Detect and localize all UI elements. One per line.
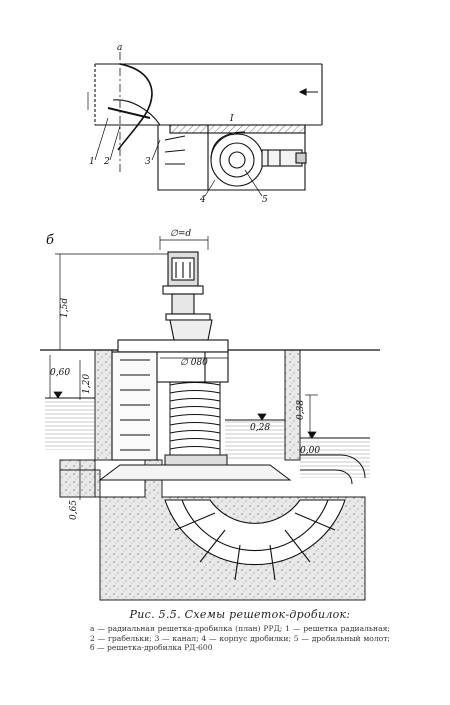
elev-dim-065: 0,65 [69,500,79,520]
plan-label-5: 5 [262,195,268,205]
plan-label-2: 2 [103,157,110,167]
elev-dim-038: 0,38 [296,400,306,420]
caption-text: а — радиальная решетка-дробилка (план) Р… [90,624,390,652]
dimension-lines [49,236,318,500]
level-028: 0,28 [250,423,270,433]
caption-title: Рис. 5.5. Схемы решеток-дробилок: [129,608,351,621]
plan-mark: I [229,114,234,124]
dim-height: 1,5d [60,298,70,318]
dim-diameter: ∅ 080 [180,358,208,368]
section-water [45,397,370,478]
crusher-machine [111,251,229,461]
plan-labels: a 1 2 3 4 5 I [89,43,268,205]
plan-label-section: a [117,43,122,53]
outlet-pipe [300,454,366,485]
elev-dim-120: 1,20 [82,374,92,394]
figure-caption: Рис. 5.5. Схемы решеток-дробилок: а — ра… [90,608,390,653]
dimension-texts: ∅=d 1,5d ∅ 080 0,60 0,28 0,00 1,20 0,38 … [50,229,320,520]
plan-label-3: 3 [145,157,151,167]
discharge-chamber [164,499,346,581]
plan-label-4: 4 [199,195,206,205]
crusher-drum [98,382,292,481]
level-060: 0,60 [50,368,70,378]
plan-view [87,52,323,197]
level-000: 0,00 [300,446,320,456]
section-label-b: б [46,233,54,248]
dim-width: ∅=d [170,229,191,239]
plan-label-1: 1 [89,157,95,167]
